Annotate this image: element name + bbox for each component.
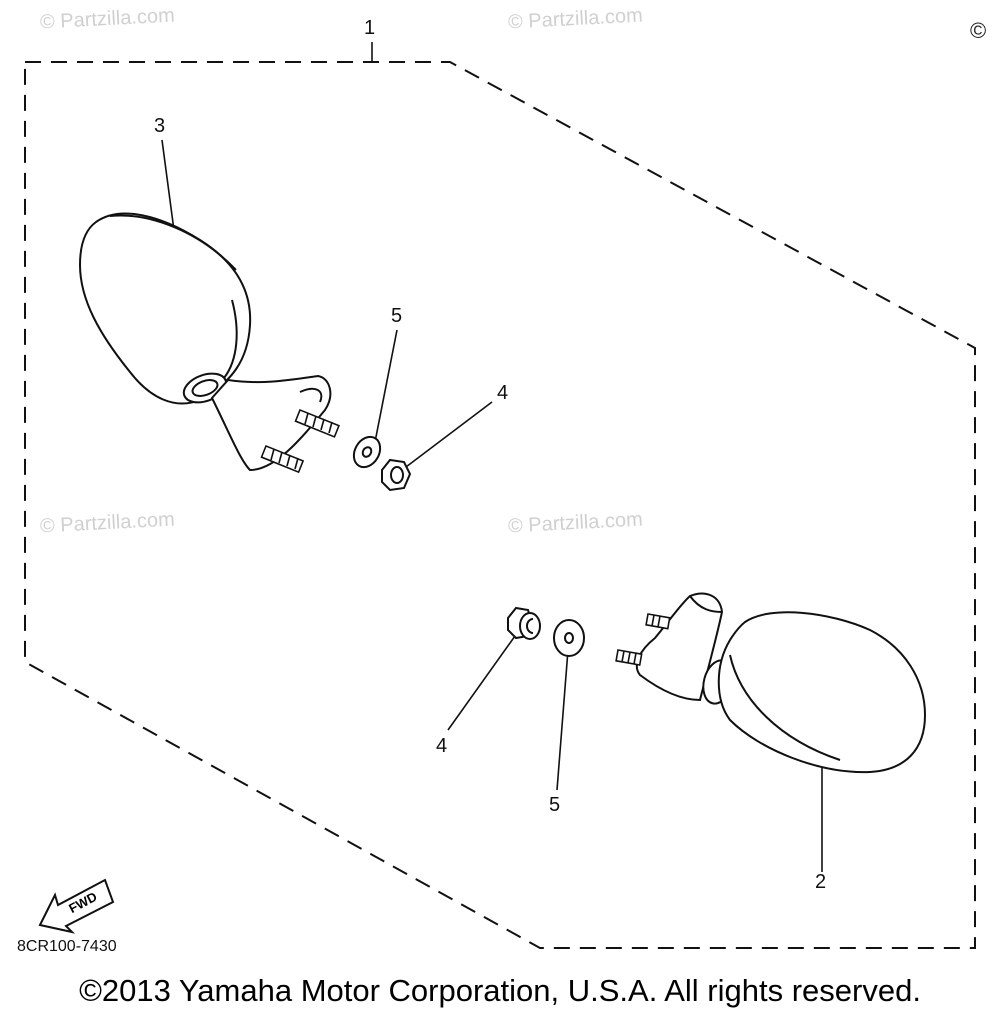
callout-5-lower: 5 <box>549 794 561 816</box>
washer-upper <box>352 435 382 469</box>
nut-lower <box>507 606 541 640</box>
mirror-left <box>78 212 340 474</box>
leader-line-5-upper <box>374 329 398 443</box>
mirror-right-stud <box>615 649 643 666</box>
assembly-boundary <box>24 61 976 949</box>
leader-line-3 <box>161 139 176 239</box>
mirror-left-stud <box>260 444 305 474</box>
diagram-code: 8CR100-7430 <box>17 938 117 955</box>
fwd-direction-arrow <box>38 878 115 934</box>
callout-2: 2 <box>815 871 827 893</box>
mirror-right-stud <box>645 613 671 630</box>
washer-lower <box>553 619 585 657</box>
callout-4-lower: 4 <box>436 735 448 757</box>
callout-1: 1 <box>364 17 376 39</box>
leader-line-5-lower <box>556 649 569 791</box>
callout-4-upper: 4 <box>497 382 509 404</box>
corner-copyright-mark: © <box>970 18 987 43</box>
leader-line-4-upper <box>401 401 493 471</box>
nut-upper <box>381 458 412 492</box>
mirror-right <box>615 592 927 774</box>
leader-line-4-lower <box>447 635 516 731</box>
mirror-left-stud <box>294 408 340 438</box>
callout-5-upper: 5 <box>391 305 403 327</box>
callout-3: 3 <box>154 115 166 137</box>
copyright-notice: ©2013 Yamaha Motor Corporation, U.S.A. A… <box>79 973 921 1008</box>
